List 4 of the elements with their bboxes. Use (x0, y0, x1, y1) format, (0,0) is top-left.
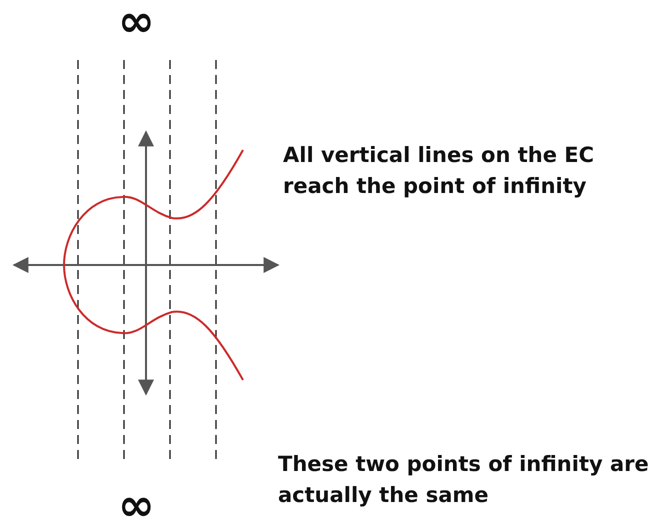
infinity-symbol: ∞ (118, 0, 155, 44)
annotation-text: All vertical lines on the EC reach the point of infinity (283, 142, 596, 200)
annotation-text: These two points of infinity are actually the same (278, 451, 650, 509)
infinity-symbol: ∞ (118, 484, 155, 523)
